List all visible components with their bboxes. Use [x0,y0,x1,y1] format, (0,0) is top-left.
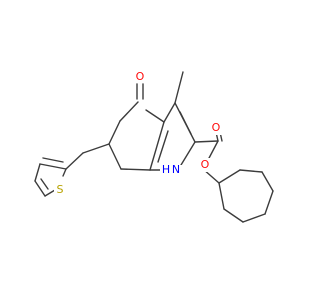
bond [207,140,219,161]
nitrogen-atom: N [172,163,180,176]
bond [149,121,165,171]
bond [239,169,263,173]
bond [34,163,41,182]
atom-labels: O O O N H S [54,69,222,196]
bond [34,180,46,197]
bond [42,157,64,163]
bond [261,171,274,192]
oxygen-atom-carbonyl: O [212,121,221,134]
sulfur-atom: S [57,183,64,196]
bond [119,101,139,122]
bond [44,189,56,197]
bond [65,152,84,170]
bond [120,168,151,171]
bond [194,140,219,143]
bond [264,190,274,215]
bond [180,141,196,166]
bond [39,163,67,170]
bond [157,130,169,163]
bond [174,71,184,104]
bond [179,111,192,135]
nitrogen-hydrogen: H [162,163,170,176]
bond [108,143,122,170]
bond [163,102,176,123]
bond-network [34,71,274,223]
bond [145,109,165,123]
bond [82,143,110,154]
bond [242,213,266,223]
bond [218,182,225,210]
structure-diagram: O O O N H S [34,69,274,223]
bond [108,120,121,145]
molecule-canvas: O O O N H S [34,69,274,223]
bond [218,169,241,184]
oxygen-atom-ester: O [201,158,210,171]
oxygen-atom-ketone: O [136,70,145,83]
bond [223,208,244,223]
bond [40,178,49,190]
bond [62,168,67,177]
